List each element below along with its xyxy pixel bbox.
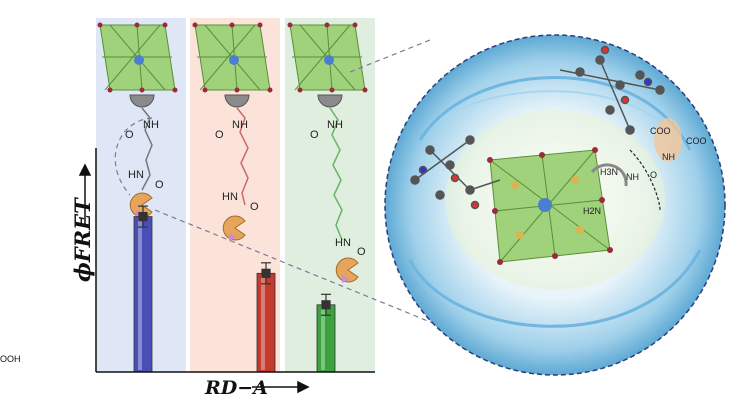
label-o-4: O (250, 201, 259, 213)
perovskite-core (487, 147, 613, 265)
perovskite-crystal-3 (289, 24, 366, 91)
label-coo-2: COO (686, 136, 707, 146)
x-arrow-head (297, 380, 310, 394)
y-arrow-head (78, 163, 92, 176)
error-bar-1 (138, 205, 148, 228)
label-hn-2: HN (222, 191, 238, 203)
axes (78, 148, 375, 394)
chem-labels: NH O HN O NH O HN O NH O HN O (125, 119, 366, 258)
dye-molecule-right (559, 45, 665, 135)
dye-markers (129, 192, 359, 283)
perovskite-crystal-2 (194, 24, 271, 91)
inset-labels: H3N H2N NH NH COO COO O (583, 126, 707, 216)
label-o-1: O (125, 129, 134, 141)
error-bar-3 (321, 293, 331, 316)
label-o-5: O (310, 129, 319, 141)
label-nh-inset-2: NH (662, 152, 675, 162)
water-swirl-2 (408, 249, 702, 328)
carboxylate-highlight (654, 118, 682, 162)
label-nh-3: NH (327, 119, 343, 131)
binding-dash (629, 149, 661, 211)
x-axis-label: RD−A (205, 377, 268, 399)
label-h2n: H2N (583, 206, 601, 216)
label-nh-inset-1: NH (626, 172, 639, 182)
dye-molecule-left (410, 135, 501, 210)
zoom-connectors (114, 39, 451, 331)
y-axis-label: ϕFRET (70, 198, 95, 282)
label-o-2: O (155, 179, 164, 191)
anchor-ligand-group (129, 94, 343, 108)
error-bar-2 (261, 262, 271, 285)
bar-highlight-3 (321, 306, 325, 370)
bar-highlight-1 (138, 218, 142, 370)
label-hn-1: HN (128, 169, 144, 181)
left-edge-fragment: OOH (0, 354, 21, 364)
label-o-6: O (357, 246, 366, 258)
bar-2 (256, 272, 276, 373)
perovskite-crystal-1 (99, 24, 176, 91)
label-o-3: O (215, 129, 224, 141)
label-h3n: H3N (600, 167, 618, 177)
label-nh-2: NH (232, 119, 248, 131)
label-hn-3: HN (335, 237, 351, 249)
label-coo-1: COO (650, 126, 671, 136)
anchor-cup-icon (590, 163, 628, 187)
connector-chain (114, 117, 153, 196)
label-o-inset: O (650, 170, 657, 180)
bar-highlight-2 (261, 275, 265, 370)
bar-group (133, 205, 336, 373)
water-swirl-3 (439, 90, 671, 131)
zoom-inset: H3N H2N NH NH COO COO O (384, 34, 726, 376)
label-nh-1: NH (143, 119, 159, 131)
water-swirl-1 (418, 76, 692, 151)
bar-1 (133, 216, 153, 373)
connector-bottom (154, 209, 451, 331)
crystal-atom-dots (97, 22, 368, 93)
